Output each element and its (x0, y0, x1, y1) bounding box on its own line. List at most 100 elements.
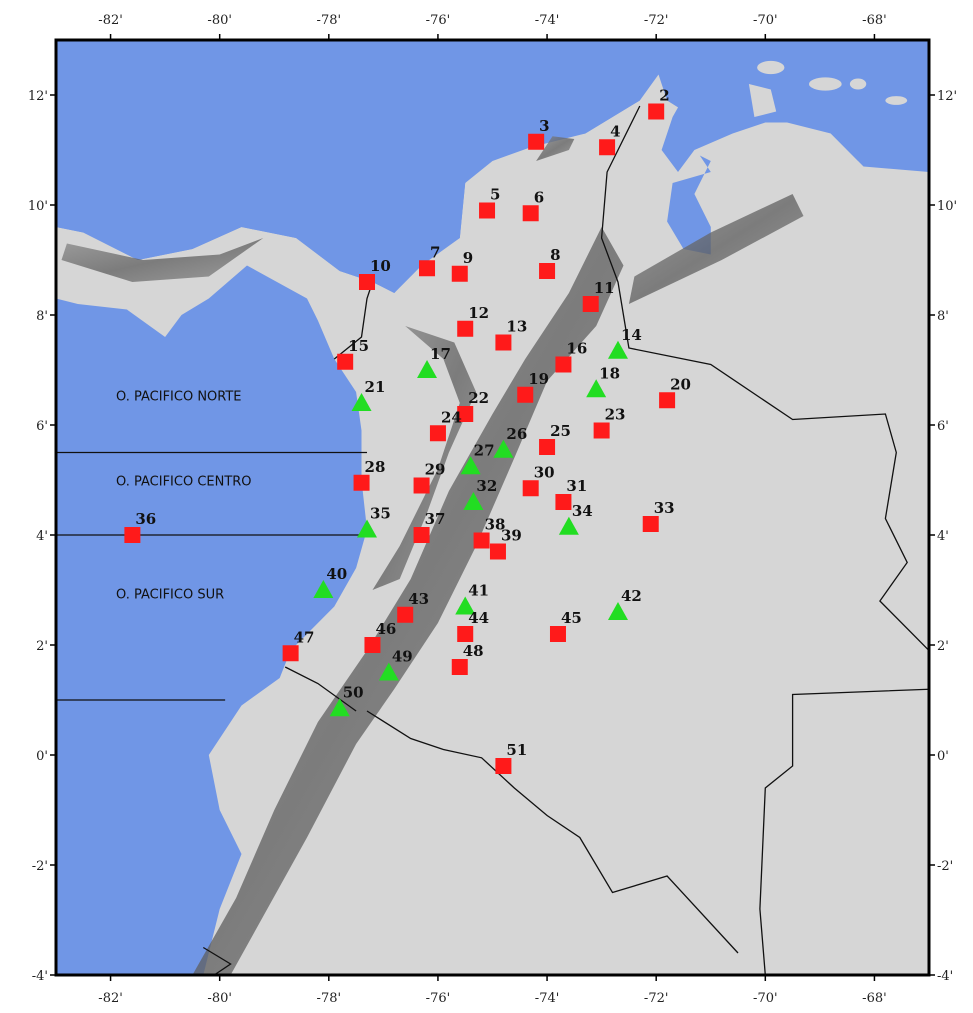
station-label: 42 (621, 587, 642, 605)
station-triangle-marker (357, 519, 378, 538)
station-label: 47 (294, 628, 315, 646)
station-12: 12 (457, 304, 489, 337)
caribbean-sea (56, 40, 929, 293)
station-28: 28 (353, 458, 386, 491)
station-square-marker (539, 263, 556, 279)
station-square-marker (489, 543, 506, 560)
station-square-marker (642, 516, 659, 532)
lat-tick-label-left: 10' (28, 199, 48, 214)
station-square-marker (593, 422, 610, 439)
station-label: 8 (550, 246, 560, 264)
station-33: 33 (642, 499, 675, 532)
station-label: 34 (572, 502, 593, 520)
paraguana-peninsula (748, 84, 777, 117)
station-label: 19 (528, 370, 549, 388)
station-38: 38 (473, 516, 505, 549)
station-triangle-marker (586, 379, 607, 398)
lat-tick-label-right: -2' (937, 859, 953, 874)
station-label: 9 (463, 249, 473, 267)
lon-tick-label-top: -80' (207, 13, 232, 28)
station-square-marker (413, 527, 430, 543)
station-34: 34 (558, 502, 593, 535)
station-square-marker (517, 386, 534, 403)
station-triangle-marker (313, 580, 334, 598)
lat-tick-label-right: 12' (937, 89, 957, 104)
station-label: 44 (468, 609, 489, 627)
station-label: 32 (476, 477, 497, 495)
lat-tick-label-right: 10' (937, 199, 957, 214)
station-7: 7 (419, 243, 440, 277)
station-label: 43 (408, 590, 429, 608)
station-label: 25 (550, 422, 571, 440)
station-square-marker (555, 494, 572, 510)
station-label: 2 (659, 87, 669, 105)
station-6: 6 (522, 188, 544, 222)
station-label: 37 (425, 510, 446, 528)
station-label: 20 (670, 375, 691, 393)
mountain-range (536, 136, 575, 161)
station-16: 16 (555, 340, 587, 373)
lon-tick-label-bottom: -74' (535, 991, 560, 1006)
station-label: 7 (430, 243, 440, 261)
station-9: 9 (451, 249, 473, 282)
station-23: 23 (593, 406, 626, 439)
station-8: 8 (539, 246, 561, 279)
station-label: 21 (365, 378, 386, 396)
lon-tick-label-top: -70' (753, 13, 778, 28)
mountain-range (628, 194, 804, 304)
station-square-marker (397, 606, 414, 623)
station-label: 28 (365, 458, 386, 476)
station-square-marker (648, 103, 665, 120)
map-frame (54, 38, 931, 977)
maracaibo-lake (667, 155, 711, 255)
lon-tick-label-top: -76' (426, 13, 451, 28)
station-square-marker (413, 477, 430, 494)
station-square-marker (539, 439, 556, 455)
station-square-marker (599, 139, 616, 156)
station-43: 43 (397, 590, 429, 623)
station-triangle-marker (607, 340, 628, 359)
station-label: 29 (425, 461, 446, 479)
country-border (366, 710, 739, 954)
lat-tick-label-left: 4' (36, 529, 48, 544)
country-border (600, 105, 929, 651)
station-label: 17 (430, 345, 451, 363)
station-label: 4 (610, 122, 620, 140)
station-10: 10 (359, 257, 391, 290)
lon-tick-label-top: -74' (535, 13, 560, 28)
lon-tick-label-bottom: -76' (426, 991, 451, 1006)
station-19: 19 (517, 370, 549, 403)
station-11: 11 (582, 279, 615, 312)
station-square-marker (457, 320, 474, 337)
station-5: 5 (479, 186, 500, 219)
station-label: 15 (348, 337, 369, 355)
station-square-marker (124, 527, 141, 543)
lon-tick-label-top: -78' (317, 13, 342, 28)
station-label: 5 (490, 186, 500, 204)
station-25: 25 (539, 422, 571, 455)
station-label: 11 (594, 279, 615, 297)
zone-label: O. PACIFICO NORTE (116, 389, 242, 404)
lon-tick-label-top: -68' (862, 13, 887, 28)
station-3: 3 (528, 117, 550, 150)
andes-relief (61, 136, 804, 975)
station-label: 45 (561, 609, 582, 627)
station-triangle-marker (378, 662, 399, 681)
lon-tick-label-bottom: -80' (207, 991, 232, 1006)
lat-tick-label-left: 8' (36, 309, 48, 324)
station-label: 26 (506, 425, 527, 443)
station-label: 30 (534, 463, 555, 481)
station-label: 3 (539, 117, 549, 135)
country-borders (202, 105, 929, 975)
station-21: 21 (351, 378, 386, 411)
station-triangle-marker (455, 596, 476, 615)
station-46: 46 (364, 620, 396, 653)
station-30: 30 (522, 463, 555, 497)
station-triangle-marker (460, 456, 481, 475)
lat-tick-label-right: -4' (937, 969, 953, 984)
station-square-marker (582, 296, 599, 312)
station-label: 10 (370, 257, 391, 275)
station-label: 46 (375, 620, 396, 638)
